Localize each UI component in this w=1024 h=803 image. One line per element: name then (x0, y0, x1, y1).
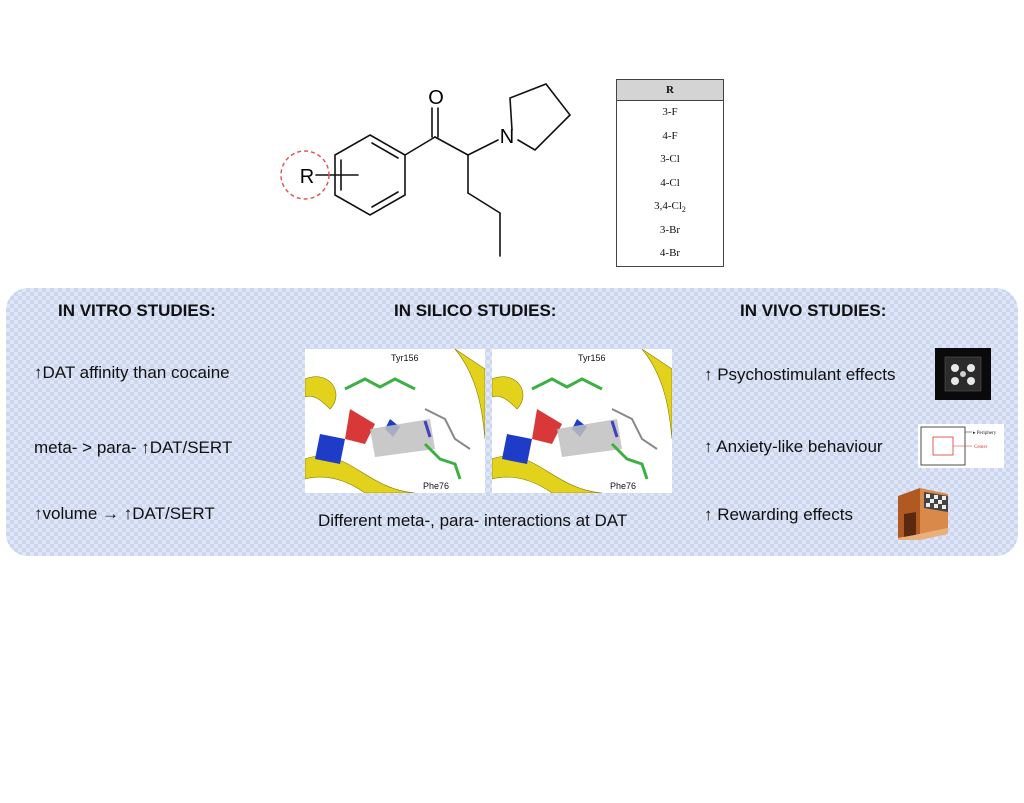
chemical-structure: O N R (280, 83, 572, 257)
docking-image-para: Tyr156 Phe76 (492, 349, 672, 493)
residue-label-tyr156: Tyr156 (578, 353, 606, 363)
docking-image-meta: Tyr156 Phe76 (305, 349, 485, 493)
locomotion-heatmap-image (935, 348, 991, 400)
in-silico-caption: Different meta-, para- interactions at D… (318, 511, 628, 530)
in-vivo-heading: IN VIVO STUDIES: (740, 301, 887, 320)
table-row-text: 3,4-Cl (654, 200, 682, 212)
residue-label-tyr156: Tyr156 (391, 353, 419, 363)
table-header: R (617, 80, 723, 101)
table-row: 4-F (662, 129, 678, 142)
table-row: 3-Cl (660, 153, 680, 165)
substituent-highlight-circle (280, 150, 330, 200)
residue-label-phe76: Phe76 (610, 481, 636, 491)
in-vitro-heading: IN VITRO STUDIES: (58, 301, 216, 320)
in-vivo-item: ↑ Anxiety-like behaviour (704, 437, 883, 456)
nitrogen-label: N (500, 126, 514, 148)
subscript: 2 (681, 205, 686, 215)
in-vitro-item: meta- > para- ↑DAT/SERT (34, 438, 233, 457)
oxygen-label: O (428, 87, 444, 109)
in-silico-heading: IN SILICO STUDIES: (394, 301, 557, 320)
periphery-label: ▸ Periphery (973, 431, 997, 436)
conditioned-place-preference-box (898, 488, 948, 540)
r-group-label: R (300, 166, 314, 188)
table-row: 3-Br (659, 223, 681, 236)
table-row: 4-Br (659, 247, 681, 259)
residue-label-phe76: Phe76 (423, 481, 449, 491)
in-vivo-item: ↑ Psychostimulant effects (704, 365, 896, 384)
open-field-diagram: ▸ Periphery Center (918, 424, 1004, 468)
substituent-table: R 3-F 4-F 3-Cl 4-Cl 3,4-Cl2 3-Br 4-Br (616, 79, 724, 267)
center-label: Center (974, 445, 988, 450)
table-row: 3-F (662, 106, 678, 118)
table-row: 3,4-Cl2 (617, 195, 723, 219)
table-row: 4-Cl (660, 176, 680, 189)
in-vitro-item: ↑DAT affinity than cocaine (34, 363, 230, 382)
in-vivo-item: ↑ Rewarding effects (704, 505, 853, 524)
in-vitro-item: ↑volume → ↑DAT/SERT (34, 504, 215, 523)
